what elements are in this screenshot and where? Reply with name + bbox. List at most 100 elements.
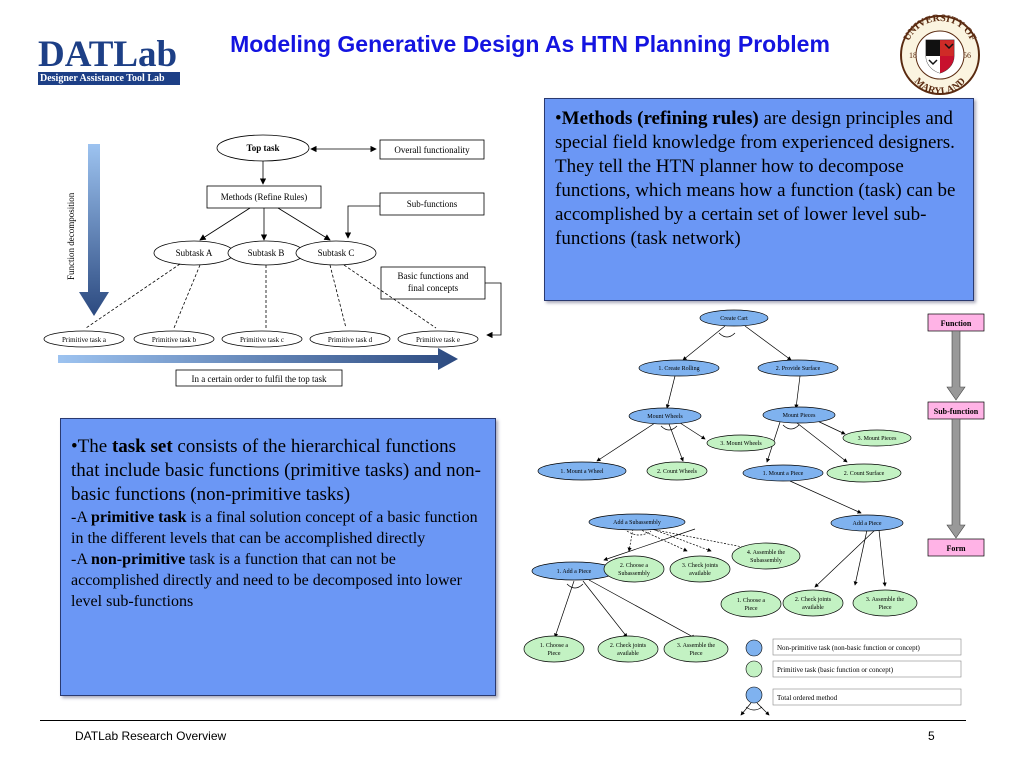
logo-name: DATLab (38, 34, 178, 75)
side-function-label: Function (941, 319, 972, 328)
subfunctions-box (379, 192, 485, 216)
bottom-label-box (175, 369, 343, 387)
svg-text:2. Check joints: 2. Check joints (795, 597, 832, 603)
basic-functions-box (380, 266, 486, 300)
svg-text:available: available (617, 651, 639, 657)
subtask-a-label: Subtask A (176, 248, 213, 258)
htn-decomposition-diagram: Function decomposition In a certain orde… (43, 134, 502, 387)
svg-text:Subassembly: Subassembly (618, 571, 650, 577)
basic-functions-link (485, 282, 502, 339)
legend-nonprimitive-label: Non-primitive task (non-basic function o… (777, 644, 921, 652)
overall-box (379, 139, 485, 160)
svg-text:available: available (689, 571, 711, 577)
side-form-box (927, 538, 985, 557)
maryland-flag-icon (925, 39, 955, 74)
svg-text:3. Assemble the: 3. Assemble the (866, 597, 904, 603)
primitive-label-b: Primitive task b (152, 336, 197, 344)
taskset-paragraph: •The task set consists of the hierarchic… (71, 436, 481, 505)
node-add-piece (830, 514, 904, 532)
university-seal: UNIVERSITY OF MARYLAND 18 56 (900, 14, 980, 96)
top-task-label: Top task (247, 143, 280, 153)
svg-text:2. Choose a: 2. Choose a (620, 563, 649, 569)
subtask-c-node (295, 240, 377, 266)
node-mount-pieces (762, 406, 836, 424)
svg-text:Add a Piece: Add a Piece (853, 521, 882, 527)
svg-text:1. Mount a Piece: 1. Mount a Piece (763, 471, 804, 477)
primitive-node-b (133, 330, 215, 348)
svg-text:4. Assemble the: 4. Assemble the (747, 550, 785, 556)
node-choose-piece (720, 590, 782, 618)
primitive-label-d: Primitive task d (328, 336, 373, 344)
svg-text:3. Mount Wheels: 3. Mount Wheels (720, 441, 762, 447)
page-number: 5 (928, 729, 935, 743)
seal-year-right: 56 (963, 51, 971, 60)
node-mount-wheels-3 (706, 434, 776, 452)
node-mount-a-wheel (537, 461, 627, 481)
svg-text:Create Cart: Create Cart (720, 316, 748, 322)
primitive-nodes (523, 429, 918, 663)
svg-text:Subassembly: Subassembly (750, 558, 782, 564)
primitive-node-a (43, 330, 125, 348)
vertical-label: Function decomposition (66, 192, 76, 280)
methods-label: Methods (Refine Rules) (221, 192, 307, 202)
node-check-joints (669, 555, 731, 583)
basic-functions-label-2: final concepts (408, 283, 459, 293)
svg-text:3. Assemble the: 3. Assemble the (677, 643, 715, 649)
svg-text:1. Choose a: 1. Choose a (540, 643, 569, 649)
edge-subtask-a (199, 207, 251, 241)
node-create-rolling (638, 359, 720, 377)
svg-text:1. Create Rolling: 1. Create Rolling (658, 366, 699, 372)
subfunctions-label: Sub-functions (407, 199, 458, 209)
node-add-subassembly (588, 513, 686, 531)
node-count-surface (826, 463, 902, 483)
node-assemble-piece (852, 589, 918, 617)
footer-text: DATLab Research Overview (75, 729, 227, 743)
cart-dashed-edges (626, 526, 754, 552)
svg-text:2. Check joints: 2. Check joints (610, 643, 647, 649)
node-provide-surface (757, 359, 839, 377)
node-mount-a-piece (742, 464, 824, 482)
cart-node-labels: Create Cart 1. Create Rolling 2. Provide… (540, 316, 904, 657)
nonprimitive-nodes (531, 309, 904, 581)
svg-text:2. Provide Surface: 2. Provide Surface (776, 365, 821, 372)
cart-legend: Non-primitive task (non-basic function o… (740, 638, 962, 716)
order-arrow (58, 348, 458, 370)
side-form-label: Form (946, 544, 965, 553)
legend-ordered-swatch (745, 686, 763, 704)
nonprimitive-task-paragraph: -A non-primitive task is a function that… (71, 551, 462, 610)
primitive-node-e (397, 330, 479, 348)
node-check-joints-2 (782, 589, 844, 617)
methods-text: are design principles and special field … (555, 108, 956, 249)
svg-text:1. Add a Piece: 1. Add a Piece (557, 569, 592, 575)
svg-text:Function decomposition: Function decomposition (66, 192, 76, 280)
logo-subtitle: Designer Assistance Tool Lab (38, 72, 180, 85)
legend-primitive-label: Primitive task (basic function or concep… (777, 666, 894, 674)
legend-nonprimitive-swatch (745, 639, 763, 657)
svg-text:Add a Subassembly: Add a Subassembly (613, 520, 661, 526)
footer-divider (40, 720, 966, 721)
svg-text:available: available (802, 605, 824, 611)
basic-functions-label-1: Basic functions and (398, 271, 469, 281)
primitive-edges (85, 263, 437, 329)
node-assemble-subassembly (731, 542, 801, 570)
legend-ordered-label: Total ordered method (777, 694, 838, 702)
node-bl-check-joints (597, 635, 659, 663)
primitive-node-d (309, 330, 391, 348)
svg-text:3. Check joints: 3. Check joints (682, 563, 719, 569)
svg-text:Piece: Piece (745, 606, 758, 612)
methods-description-box: •Methods (refining rules) are design pri… (544, 98, 974, 301)
primitive-task-paragraph: -A primitive task is a final solution co… (71, 509, 478, 547)
cart-edges (554, 325, 887, 639)
svg-text:Piece: Piece (548, 651, 561, 657)
methods-bullet: • (555, 108, 562, 129)
svg-text:1. Mount a Wheel: 1. Mount a Wheel (560, 469, 604, 475)
overall-label: Overall functionality (394, 145, 470, 155)
page-title: Modeling Generative Design As HTN Planni… (230, 31, 830, 57)
decomposition-arrow (79, 144, 109, 316)
side-arrow-1 (946, 330, 966, 401)
datlab-logo: DATLab Designer Assistance Tool Lab (38, 34, 180, 85)
node-count-wheels (646, 461, 708, 481)
subtask-b-label: Subtask B (248, 248, 285, 258)
node-mount-wheels (628, 407, 702, 425)
node-create-cart (699, 309, 769, 327)
